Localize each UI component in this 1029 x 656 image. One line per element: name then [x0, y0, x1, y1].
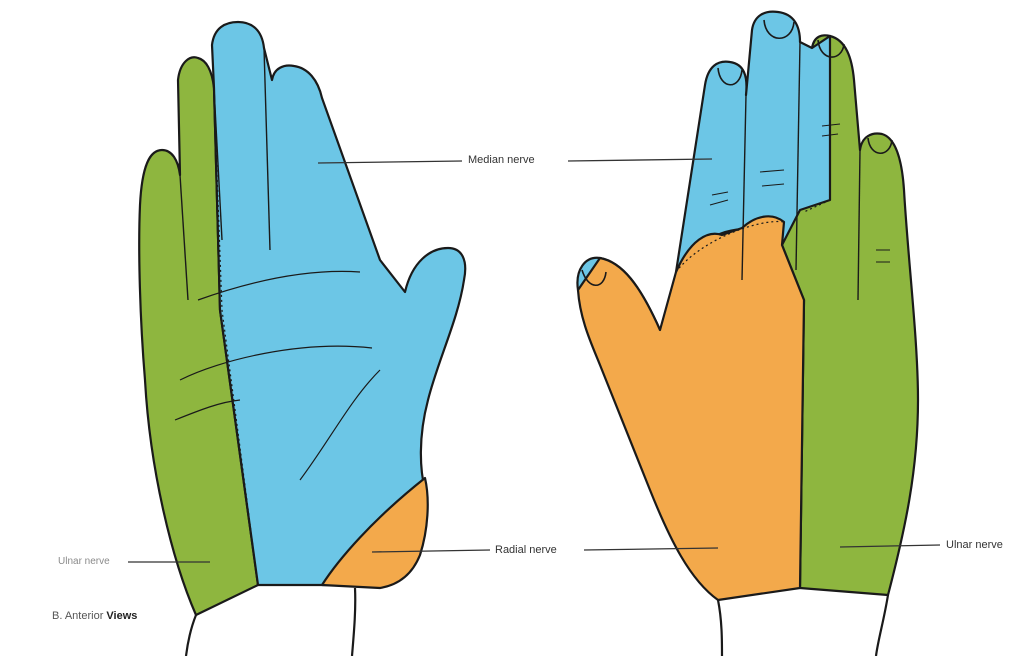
radial-nerve-label: Radial nerve — [495, 545, 557, 556]
right-hand — [577, 12, 918, 656]
figure-caption: B. Anterior Views — [52, 610, 137, 622]
ulnar-nerve-label-right: Ulnar nerve — [946, 540, 1003, 551]
median-nerve-label: Median nerve — [468, 155, 535, 166]
left-hand — [139, 22, 465, 656]
right-radial-region — [578, 216, 804, 600]
ulnar-nerve-label-left: Ulnar nerve — [58, 557, 110, 567]
median-leader-right — [568, 159, 712, 161]
caption-prefix: B. Anterior — [52, 610, 103, 622]
caption-bold: Views — [106, 610, 137, 622]
